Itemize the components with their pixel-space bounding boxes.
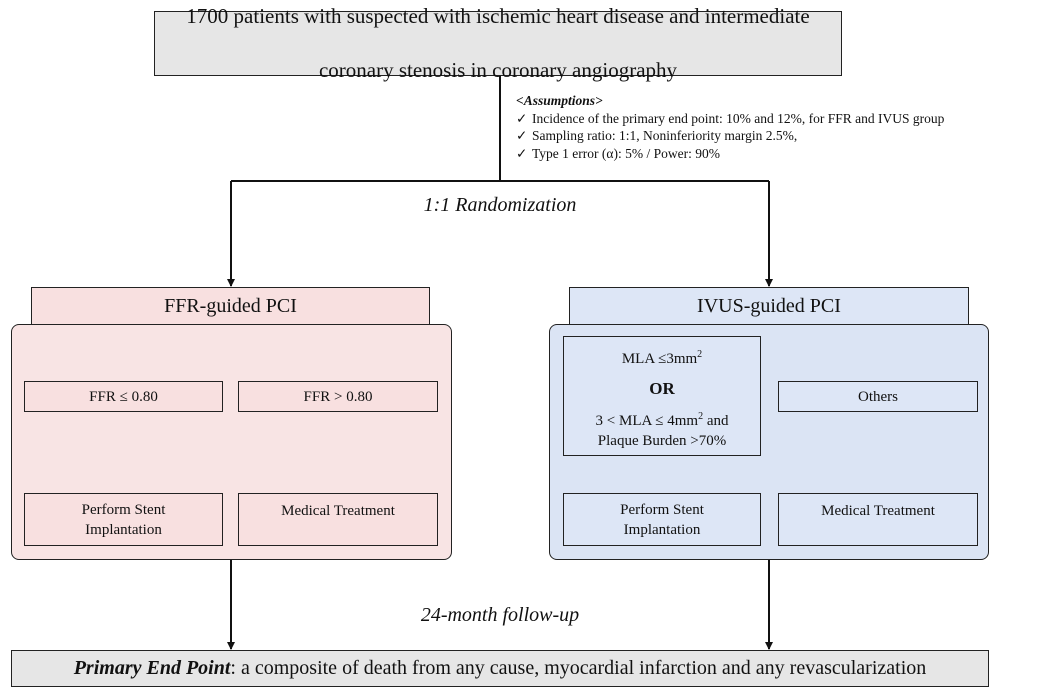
ffr-low-box: FFR ≤ 0.80 (24, 381, 223, 412)
check-icon: ✓ (516, 145, 528, 161)
ivus-stent-box: Perform Stent Implantation (563, 493, 761, 546)
ivus-criteria-box: MLA ≤3mm2 OR 3 < MLA ≤ 4mm2 and Plaque B… (563, 336, 761, 456)
ivus-criteria-line-1: MLA ≤3mm2 (621, 349, 703, 367)
enrollment-line-1: 1700 patients with suspected with ischem… (186, 4, 810, 28)
endpoint-text: : a composite of death from any cause, m… (230, 657, 927, 679)
primary-endpoint-box: Primary End Point: a composite of death … (11, 650, 989, 687)
assumption-item: ✓Incidence of the primary end point: 10%… (516, 110, 945, 126)
ivus-others-box: Others (778, 381, 978, 412)
assumptions-title: <Assumptions> (516, 93, 603, 108)
ffr-medical-box: Medical Treatment (238, 493, 438, 546)
enrollment-line-2: coronary stenosis in coronary angiograph… (318, 58, 678, 82)
ffr-stent-box: Perform Stent Implantation (24, 493, 223, 546)
endpoint-label: Primary End Point (73, 657, 231, 679)
check-icon: ✓ (516, 128, 528, 143)
ivus-criteria-line-3: Plaque Burden >70% (597, 433, 727, 449)
assumption-item: ✓Type 1 error (α): 5% / Power: 90% (516, 145, 720, 161)
ivus-stent-line-2: Implantation (623, 521, 701, 538)
assumptions-block: <Assumptions> ✓Incidence of the primary … (516, 92, 1050, 162)
ivus-stent-line-1: Perform Stent (620, 501, 704, 518)
ffr-stent-line-1: Perform Stent (81, 501, 166, 518)
ivus-medical-box: Medical Treatment (778, 493, 978, 546)
ivus-arm-header: IVUS-guided PCI (569, 287, 969, 325)
enrollment-box: 1700 patients with suspected with ischem… (154, 4, 842, 82)
randomization-label: 1:1 Randomization (423, 194, 577, 216)
ffr-high-box: FFR > 0.80 (238, 381, 438, 412)
assumption-item: ✓Sampling ratio: 1:1, Noninferiority mar… (516, 128, 798, 143)
ivus-criteria-line-2: 3 < MLA ≤ 4mm2 and (595, 411, 729, 429)
followup-label: 24-month follow-up (420, 604, 580, 626)
ffr-stent-line-2: Implantation (85, 521, 162, 538)
ffr-arm-header: FFR-guided PCI (31, 287, 430, 325)
check-icon: ✓ (516, 110, 528, 126)
ivus-criteria-or: OR (649, 379, 675, 398)
